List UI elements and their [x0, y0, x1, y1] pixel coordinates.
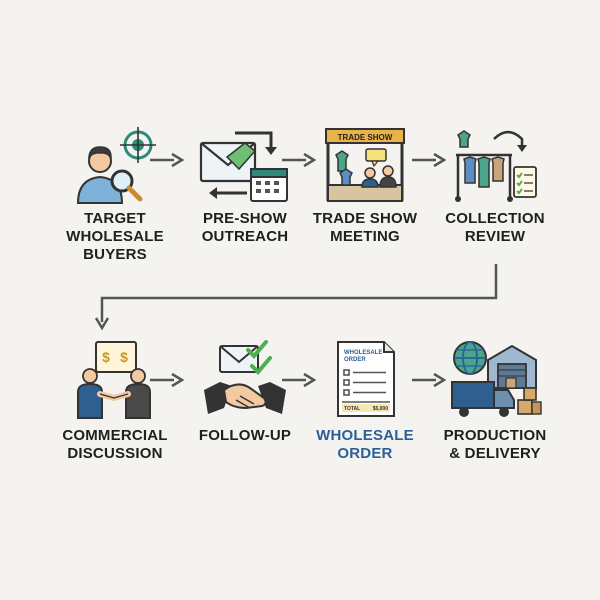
- flow-arrow: [150, 372, 184, 388]
- flow-arrow: [150, 152, 184, 168]
- flow-arrow: [412, 372, 446, 388]
- order-document-icon: WHOLESALE ORDER TOTAL $5,000: [337, 341, 395, 417]
- step-label: TRADE SHOW MEETING: [312, 210, 418, 245]
- trade-show-booth-icon: TRADE SHOW: [325, 128, 405, 202]
- doc-total-label: TOTAL: [344, 406, 360, 412]
- doc-total-value: $5,000: [373, 406, 389, 412]
- step-label: WHOLESALE ORDER: [316, 427, 414, 462]
- flow-arrow: [282, 152, 316, 168]
- clothing-rack-icon: [455, 130, 537, 202]
- row-connector-arrow: [94, 264, 498, 331]
- doc-title-line: WHOLESALE: [344, 350, 382, 356]
- flow-arrow: [412, 152, 446, 168]
- flow-arrow: [282, 372, 316, 388]
- envelope-calendar-icon: [199, 131, 288, 202]
- step-label: COLLECTION REVIEW: [445, 210, 545, 245]
- step-label: COMMERCIAL DISCUSSION: [62, 427, 168, 462]
- booth-sign-text: TRADE SHOW: [338, 133, 393, 142]
- target-buyer-icon: [76, 127, 156, 204]
- step-label: TARGET WHOLESALE BUYERS: [66, 210, 164, 263]
- step-label: PRODUCTION & DELIVERY: [443, 427, 547, 462]
- svg-text:$: $: [120, 349, 128, 365]
- warehouse-truck-icon: [451, 341, 542, 417]
- doc-title-line: ORDER: [344, 357, 366, 363]
- handshake-deal-icon: $ $: [77, 341, 151, 419]
- svg-text:$: $: [102, 349, 110, 365]
- step-label: PRE-SHOW OUTREACH: [201, 210, 289, 245]
- step-label: FOLLOW-UP: [198, 427, 292, 444]
- follow-up-handshake-icon: [204, 340, 286, 414]
